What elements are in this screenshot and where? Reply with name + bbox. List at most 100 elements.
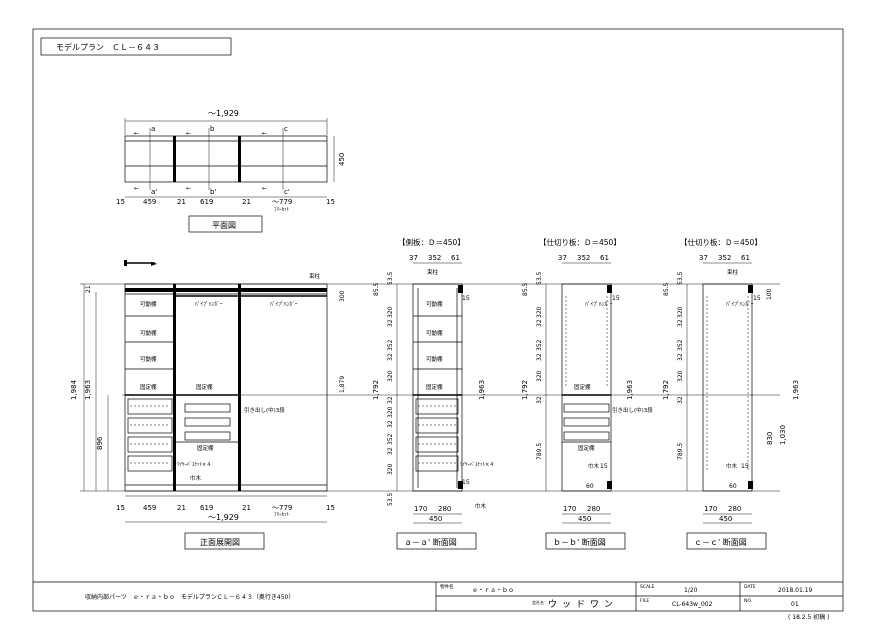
section-b-lbl-drawer: 引き出し(中)3段 [612,406,653,414]
svg-text:←: ← [134,185,139,192]
titleblock-file-label: FILE [640,598,649,604]
section-a-left-1: 320 [387,306,394,318]
titleblock-footnote: ( 18.2.5 初稿 ) [788,613,830,621]
front-top-dim: 21 [85,285,92,293]
section-a-left-6: 32 [387,396,394,404]
section-b-header: 【仕切り板：Ｄ＝450】 [539,237,621,247]
section-a-left-10: 32 [387,447,394,455]
section-a-lbl-shelf-3: 可動棚 [426,355,443,363]
front-dim-4: 21 [242,504,251,512]
titleblock-description: 収納内部パーツ ｅ・ｒａ・ｂｏ モデルプランＣＬ－６４３（奥行き450） [85,593,294,601]
section-b-left-5: 320 [536,370,543,382]
plan-cut-note: ﾌﾘｰｶｯﾄ [274,207,290,213]
section-b-small-1: 15 [600,463,608,470]
sheet-border [32,28,844,612]
front-mid-dim: 300 [339,290,346,302]
section-c-small-1: 15 [741,463,749,470]
titleblock-company: ウッドワン [548,599,618,610]
front-label-post: 束柱 [309,272,321,280]
section-a-left-3: 352 [387,339,394,351]
section-a-lbl-fixed: 固定棚 [426,383,443,391]
section-a-depth: 450 [429,515,442,523]
section-c-left-7: 789.5 [677,443,684,460]
plan-depth-dim: 450 [338,153,346,166]
plan-section-c-prime: c' [284,188,290,196]
section-a-height-1: 1,963 [478,380,486,400]
section-b-top-2: 61 [600,254,609,262]
section-c-lbl-post: 束柱 [727,268,739,276]
section-a-small-1: 15 [462,479,470,486]
section-c-left-2: 32 [677,319,684,327]
plan-label-box [188,215,263,233]
svg-text:←: ← [262,185,267,192]
section-b-left-0: 53.5 [536,271,543,285]
section-a-top-1: 352 [428,254,441,262]
section-a-left-8: 32 [387,420,394,428]
section-c-label-box [686,532,767,550]
section-b-lbl-hanger: ﾊﾟｲﾌﾟﾊﾝｶﾞｰ [585,301,613,308]
front-label-drawer: 引き出し(中)3段 [244,406,285,414]
section-c-left-0: 53.5 [677,271,684,285]
svg-text:►: ► [151,259,158,268]
section-b-height-0: 1,792 [521,380,529,400]
titleblock-date: 2018.01.19 [778,587,813,594]
section-b-small-0: 15 [612,295,620,302]
front-label-post2: 巾木 [190,474,202,482]
section-c-height-1: 830 [766,432,774,445]
section-a-left-13: 53.5 [387,492,394,506]
section-a-left-12: 85.5 [373,282,380,296]
section-a-label: ａ－ａ' 断面図 [404,537,457,547]
titleblock-company-label: 会社名 [532,599,544,605]
section-b-depth: 450 [578,515,591,523]
section-c-top-0: 37 [699,254,708,262]
front-dim-3: 619 [200,504,213,512]
front-elevation: ► 可動棚 可動棚 可動棚 固定棚 固定 [70,259,346,550]
titleblock-no-label: NO. [744,598,752,604]
front-label-hanger-1: ﾊﾟｲﾌﾟﾊﾝｶﾞｰ [195,301,223,308]
plan-section-c: c [284,125,288,133]
svg-text:←: ← [134,130,139,137]
section-b-left-4: 32 [536,353,543,361]
section-a-left-11: 320 [387,463,394,475]
titleblock-project: ｅ・ｒａ・ｂｏ [472,586,514,594]
section-c: 【仕切り板：Ｄ＝450】 37 352 61 ﾊﾟｲﾌﾟﾊﾝｶﾞｰ 束柱 巾木 … [662,237,800,550]
section-c-left-5: 320 [677,370,684,382]
plan-label: 平面図 [212,221,236,230]
titleblock-scale: 1/20 [684,587,698,594]
section-a-left-0: 53.5 [387,271,394,285]
section-c-lbl-post2: 巾木 [726,462,738,470]
plan-dim-2: 21 [177,198,186,206]
section-c-bottom-1: 280 [728,505,741,513]
section-b-bottom-0: 170 [563,505,576,513]
section-b-label-box [545,532,626,550]
section-b-left-3: 352 [536,339,543,351]
section-b-left-2: 32 [536,319,543,327]
section-c-height-2: 1,030 [779,425,787,445]
section-c-height-0: 1,792 [662,380,670,400]
section-c-left-8: 85.5 [663,282,670,296]
titleblock-date-label: DATE [744,584,756,590]
titleblock-scale-label: SCALE [640,584,655,590]
section-a-left-5: 320 [387,370,394,382]
section-b-lbl-fixed-2: 固定棚 [578,444,595,452]
section-b-lbl-post2: 巾木 [588,462,600,470]
section-a-left-2: 32 [387,319,394,327]
section-b-label: ｂ－ｂ' 断面図 [553,537,606,547]
front-label-fixed-1: 固定棚 [140,383,157,391]
section-a-small-0: 15 [462,295,470,302]
plan-dim-3: 619 [200,198,213,206]
title-box [40,37,232,56]
titleblock-file: CL-643w_002 [672,601,713,608]
section-c-left-4: 32 [677,353,684,361]
plan-dim-4: 21 [242,198,251,206]
front-height-lower: 896 [96,436,104,450]
section-c-left-1: 320 [677,306,684,318]
titleblock-project-label: 物件名 [440,583,454,590]
section-a-left-4: 32 [387,353,394,361]
section-c-label: ｃ－ｃ' 断面図 [694,537,747,547]
section-b-top-1: 352 [577,254,590,262]
section-c-top-1: 352 [718,254,731,262]
plan-section-b: b [210,125,215,133]
section-c-small-3: 100 [766,288,773,300]
front-dim-1: 459 [143,504,156,512]
